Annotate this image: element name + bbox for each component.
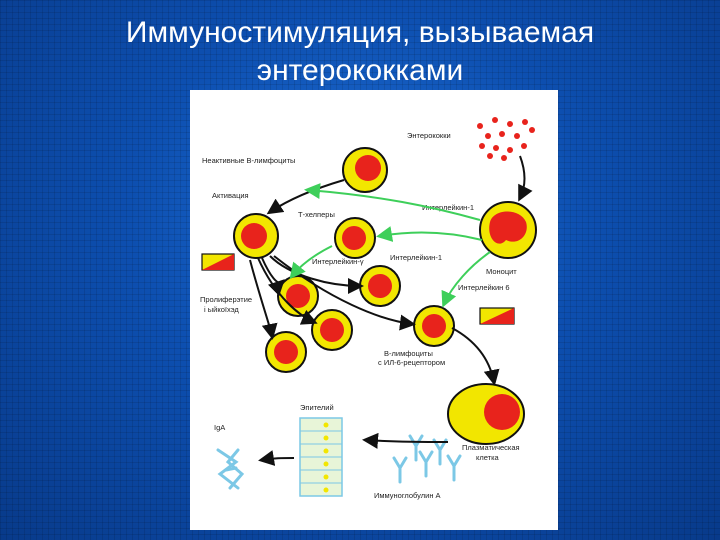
label-immunoglobulin: Иммуноглобулин А — [374, 491, 441, 500]
iga-dimer-icon — [216, 448, 245, 490]
label-b-lymph-2: с ИЛ-6-рецептором — [378, 358, 445, 367]
antibody-icon — [392, 434, 462, 484]
label-enterococci: Энтерококки — [407, 131, 451, 140]
slide-title-line2: энтерококками — [256, 54, 464, 87]
cell-icon — [479, 201, 537, 259]
black-arrows — [249, 155, 533, 466]
label-il1: Интерлейкин-1 — [422, 203, 474, 212]
epithelium-icon — [299, 417, 343, 497]
cell-icon — [233, 213, 279, 259]
receptor-card-icon — [201, 253, 235, 271]
label-il6: Интерлейкин 6 — [458, 283, 510, 292]
cell-icon — [311, 309, 353, 351]
label-monocyte: Моноцит — [486, 267, 517, 276]
green-arrows — [289, 183, 491, 308]
diagram-panel: Энтерококки Неактивные В-лимфоциты Актив… — [190, 90, 558, 530]
label-inactive-b: Неактивные В-лимфоциты — [202, 156, 295, 165]
slide-title-line1: Иммуностимуляция, вызываемая — [125, 16, 595, 49]
label-proliferation-2: і ыйкоїхэд — [204, 305, 239, 314]
cell-icon — [447, 383, 525, 445]
label-plasma-1: Плазматическая — [462, 443, 520, 452]
receptor-card-icon — [479, 307, 515, 325]
label-proliferation-1: Пролиферэтие — [200, 295, 252, 304]
immunostimulation-diagram: Энтерококки Неактивные В-лимфоциты Актив… — [200, 117, 537, 500]
label-iga: IgA — [214, 423, 225, 432]
cell-icon — [334, 217, 376, 259]
label-il-gamma: Интерлейкин-γ — [312, 257, 364, 266]
label-t-helpers: Т-хелперы — [298, 210, 335, 219]
cell-icon — [359, 265, 401, 307]
slide-title: Иммуностимуляция, вызываемая энтерококка… — [0, 14, 720, 90]
label-il-minus1: Интерлейкин-1 — [390, 253, 442, 262]
cell-icon — [413, 305, 455, 347]
label-plasma-2: клетка — [476, 453, 500, 462]
label-b-lymph-1: В-лимфоциты — [384, 349, 433, 358]
label-epithelium: Эпителий — [300, 403, 334, 412]
cell-icon — [265, 331, 307, 373]
enterococci-dots-icon — [477, 117, 535, 161]
label-activation: Активация — [212, 191, 249, 200]
cell-icon — [342, 147, 388, 193]
